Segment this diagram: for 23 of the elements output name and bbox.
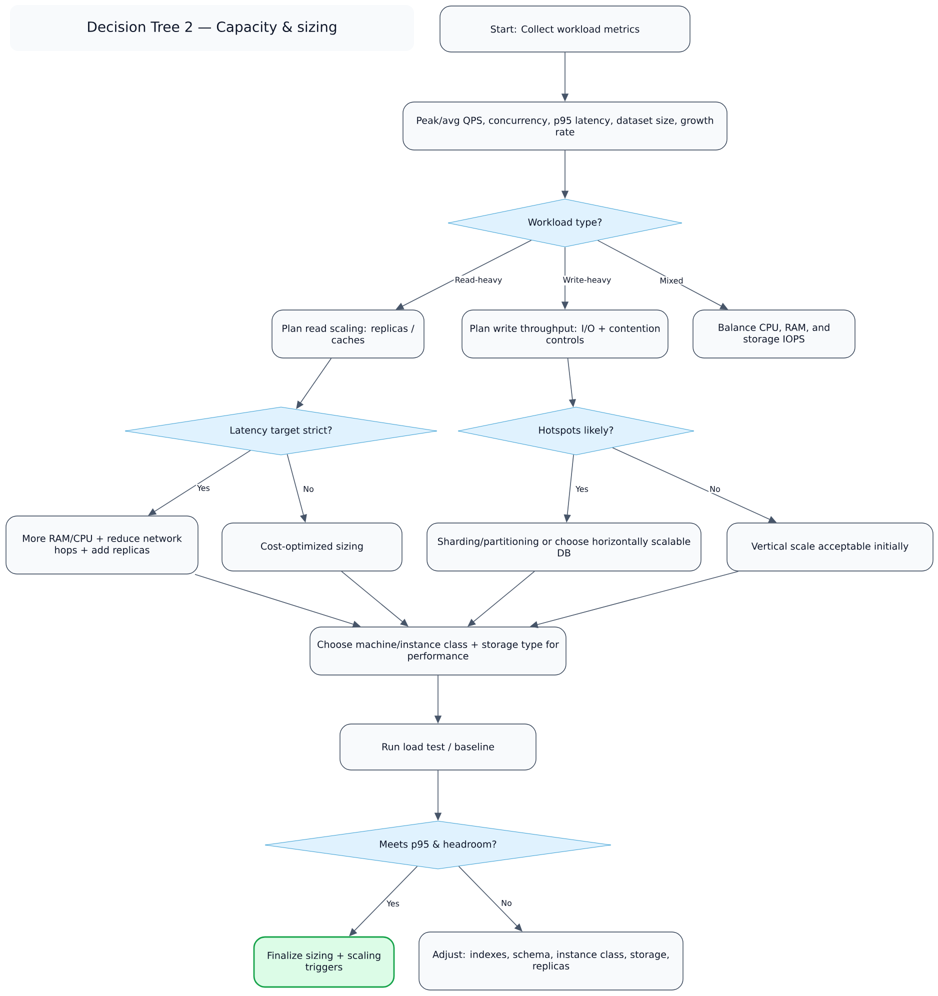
process-box: Plan read scaling: replicas / caches: [272, 310, 424, 358]
process-box: Vertical scale acceptable initially: [726, 522, 934, 572]
process-box: Sharding/partitioning or choose horizontally scalable DB: [426, 522, 702, 572]
edge-label: Yes: [196, 484, 211, 492]
process-box: Choose machine/instance class + storage type for performance: [310, 626, 566, 676]
edge-label: Yes: [574, 485, 590, 493]
edge-label: Read-heavy: [454, 276, 504, 286]
end-box: Finalize sizing + scaling triggers: [253, 936, 395, 988]
process-box: Peak/avg QPS, concurrency, p95 latency, dataset size, growth rate: [402, 102, 728, 150]
process-box: More RAM/CPU + reduce network hops + add replicas: [6, 516, 198, 574]
title-box: Decision Tree 2 — Capacity & sizing: [10, 5, 414, 51]
edge-label: Mixed: [658, 276, 684, 285]
edge-label: Write-heavy: [562, 276, 612, 286]
edge-label: No: [302, 485, 315, 493]
process-box: Plan write throughput: I/O + contention controls: [462, 310, 668, 358]
edge-label: No: [500, 899, 513, 907]
edge-label: No: [708, 485, 722, 493]
process-box: Start: Collect workload metrics: [440, 6, 690, 52]
edge-label: Yes: [386, 900, 400, 908]
process-box: Cost-optimized sizing: [222, 522, 402, 572]
process-box: Adjust: indexes, schema, instance class, storage, replicas: [418, 932, 684, 990]
process-box: Run load test / baseline: [340, 724, 536, 770]
process-box: Balance CPU, RAM, and storage IOPS: [692, 310, 856, 358]
